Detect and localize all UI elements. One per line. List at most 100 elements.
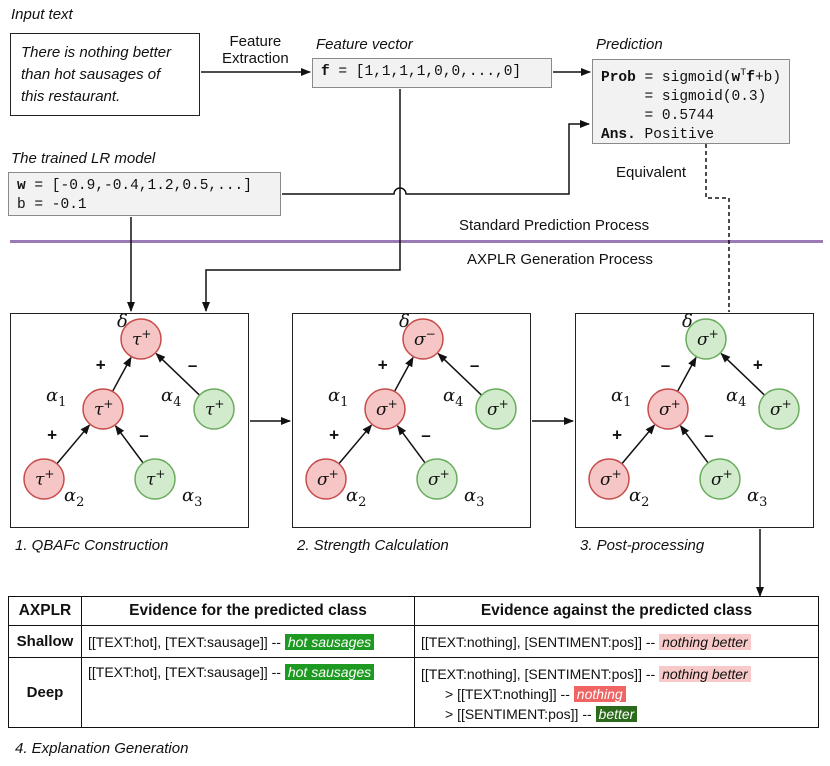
node-strength-label: τ+	[132, 327, 151, 350]
edge-sign: +	[329, 425, 339, 444]
node-sup: +	[388, 397, 398, 411]
row-label-shallow: Shallow	[8, 625, 82, 658]
prediction-box: Prob = sigmoid(wTf+b) = sigmoid(0.3) = 0…	[592, 59, 790, 144]
node-sup: +	[709, 327, 719, 341]
edge-sign: –	[470, 355, 479, 374]
node-symbol: σ	[697, 330, 709, 350]
argument-node	[305, 458, 347, 500]
deep-sub2-text: > [[SENTIMENT:pos]] --	[445, 706, 596, 722]
argument-symbol: α	[611, 385, 623, 406]
deep-against-highlight: nothing better	[659, 666, 751, 682]
table-header: Evidence against the predicted class	[414, 596, 819, 626]
support-attack-edge	[720, 352, 766, 396]
argument-node	[647, 388, 689, 430]
deep-against-cell: [[TEXT:nothing], [SENTIMENT:pos]] -- not…	[414, 657, 819, 728]
model-w-value: = [-0.9,-0.4,1.2,0.5,...]	[25, 178, 252, 194]
node-strength-label: τ+	[205, 397, 224, 420]
argument-symbol: α	[629, 485, 641, 506]
support-attack-edge	[338, 424, 373, 465]
argument-node	[475, 388, 517, 430]
deep-against-line: [[TEXT:nothing], [SENTIMENT:pos]] -- not…	[421, 664, 812, 684]
argument-node	[23, 458, 65, 500]
argument-node	[416, 458, 458, 500]
edge-sign: +	[612, 425, 622, 444]
feature-vector-value: = [1,1,1,1,0,0,...,0]	[329, 64, 522, 80]
shallow-for-highlight: hot sausages	[284, 633, 375, 650]
node-symbol: σ	[414, 330, 426, 350]
argument-label: α2	[629, 485, 649, 510]
node-symbol: σ	[711, 470, 723, 490]
argument-subscript: 2	[358, 495, 366, 510]
argument-subscript: 1	[623, 395, 631, 410]
deep-sub1-text: > [[TEXT:nothing]] --	[445, 686, 574, 702]
node-sup: +	[141, 327, 151, 341]
panel-2-caption: 2. Strength Calculation	[297, 537, 449, 554]
prob-f: f	[746, 69, 755, 86]
argument-label: δ	[682, 311, 693, 332]
support-attack-edge	[437, 352, 483, 396]
argument-node	[193, 388, 235, 430]
node-symbol: τ	[94, 400, 104, 420]
node-symbol: σ	[376, 400, 388, 420]
table-row: Shallow [[TEXT:hot], [TEXT:sausage]] -- …	[8, 625, 819, 658]
deep-for-highlight: hot sausages	[284, 664, 375, 680]
argument-symbol: δ	[117, 311, 128, 332]
argument-subscript: 2	[76, 495, 84, 510]
argument-symbol: α	[328, 385, 340, 406]
node-strength-label: σ+	[376, 397, 398, 420]
row-label-deep: Deep	[8, 657, 82, 728]
feature-vector-title: Feature vector	[316, 36, 413, 53]
edge-sign: +	[47, 425, 57, 444]
argument-subscript: 3	[194, 495, 202, 510]
argument-subscript: 1	[340, 395, 348, 410]
table-header-row: AXPLR Evidence for the predicted class E…	[8, 596, 819, 626]
table-header: AXPLR	[8, 596, 82, 626]
support-attack-edge	[396, 425, 426, 464]
argument-label: α1	[611, 385, 631, 410]
prob-sup: T	[740, 68, 747, 79]
input-title: Input text	[11, 6, 73, 23]
feature-vector-var: f	[321, 64, 330, 80]
table-row: Deep [[TEXT:hot], [TEXT:sausage]] -- hot…	[8, 657, 819, 728]
explanation-table: AXPLR Evidence for the predicted class E…	[8, 596, 819, 728]
node-sup: −	[426, 327, 436, 341]
deep-against-text: [[TEXT:nothing], [SENTIMENT:pos]] --	[421, 666, 660, 682]
argument-node	[134, 458, 176, 500]
model-b-line: b = -0.1	[17, 197, 87, 213]
feature-extraction-label: Feature Extraction	[222, 33, 289, 67]
node-sup: +	[155, 467, 165, 481]
argument-symbol: α	[464, 485, 476, 506]
node-symbol: σ	[428, 470, 440, 490]
prob-line1-pre: = sigmoid(	[635, 69, 732, 86]
argument-node	[685, 318, 727, 360]
ans-label: Ans.	[601, 126, 636, 143]
argument-symbol: α	[726, 385, 738, 406]
input-line: There is nothing better	[21, 44, 172, 61]
node-symbol: σ	[600, 470, 612, 490]
deep-sub-line-1: > [[TEXT:nothing]] -- nothing	[421, 684, 812, 704]
deep-sub-line-2: > [[SENTIMENT:pos]] -- better	[421, 704, 812, 724]
argument-symbol: α	[161, 385, 173, 406]
argument-symbol: α	[443, 385, 455, 406]
edge-sign: –	[661, 355, 670, 374]
node-sup: +	[103, 397, 113, 411]
argument-symbol: α	[46, 385, 58, 406]
node-sup: +	[723, 467, 733, 481]
argument-symbol: δ	[682, 311, 693, 332]
equivalent-label: Equivalent	[616, 164, 687, 181]
input-line: than hot sausages of	[21, 66, 161, 83]
edge-sign: –	[188, 355, 197, 374]
arrow-model-to-prediction	[282, 120, 590, 195]
shallow-against-cell: [[TEXT:nothing], [SENTIMENT:pos]] -- not…	[414, 625, 819, 658]
node-strength-label: τ+	[35, 467, 54, 490]
argument-label: α4	[443, 385, 463, 410]
argument-label: α1	[46, 385, 66, 410]
prob-line3: = 0.5744	[601, 107, 715, 124]
edge-sign: –	[704, 425, 713, 444]
node-sup: +	[440, 467, 450, 481]
argument-label: α3	[747, 485, 767, 510]
axplr-process-label: AXPLR Generation Process	[467, 251, 653, 268]
